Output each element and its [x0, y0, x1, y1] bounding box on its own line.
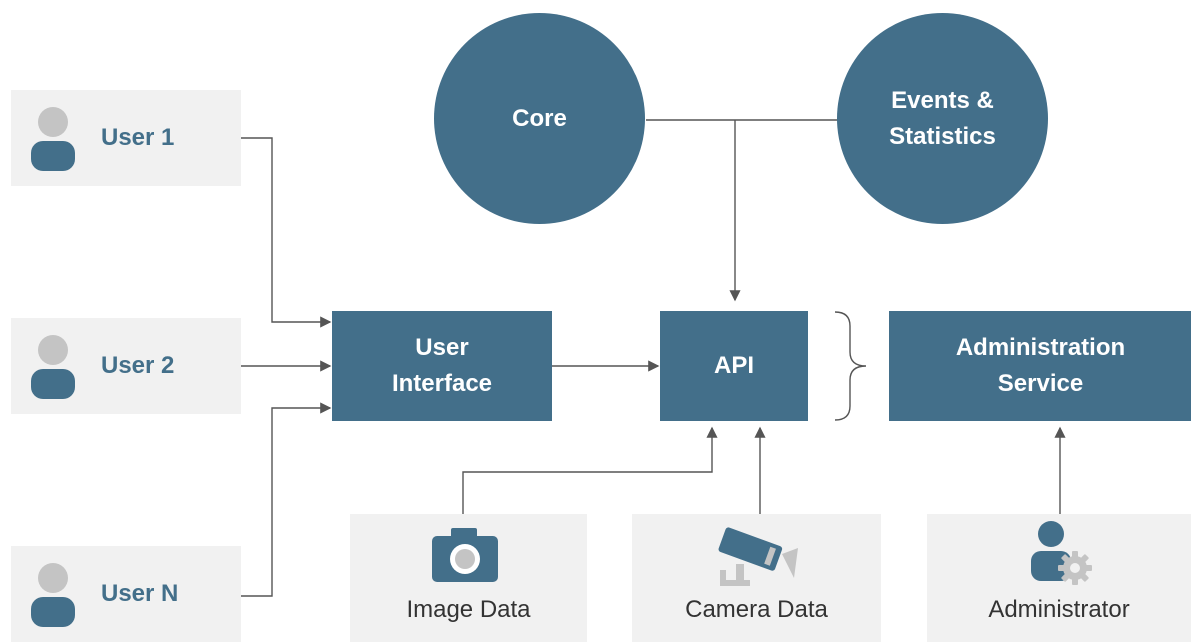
administration-service-node: Administration Service [889, 311, 1191, 421]
camera-data-panel: Camera Data [632, 514, 881, 642]
user-panel-2: User 2 [11, 318, 241, 414]
administrator-label: Administrator [988, 596, 1130, 623]
admin-user-gear-icon [1031, 521, 1092, 585]
core-node: Core [434, 13, 645, 224]
user-label: User 2 [101, 352, 175, 379]
camera-data-label: Camera Data [685, 596, 828, 623]
image-to-api-arrow [462, 426, 718, 514]
grouping-brace [834, 311, 867, 421]
user-icon [31, 335, 75, 399]
usern-to-ui-arrow [240, 402, 332, 597]
user-icon [31, 563, 75, 627]
user-icon [31, 107, 75, 171]
user1-to-ui-arrow [240, 137, 332, 328]
events-statistics-node: Events & Statistics [837, 13, 1048, 224]
user-panel-1: User 1 [11, 90, 241, 186]
user-label: User 1 [101, 124, 175, 151]
image-data-label: Image Data [406, 596, 531, 623]
camera-icon [432, 528, 498, 582]
administrator-panel: Administrator [927, 514, 1191, 642]
security-camera-icon [718, 527, 798, 586]
user-interface-node: User Interface [332, 311, 552, 421]
user-panel-n: User N [11, 546, 241, 642]
api-node: API [660, 311, 808, 421]
image-data-panel: Image Data [350, 514, 587, 642]
user-label: User N [101, 580, 179, 607]
